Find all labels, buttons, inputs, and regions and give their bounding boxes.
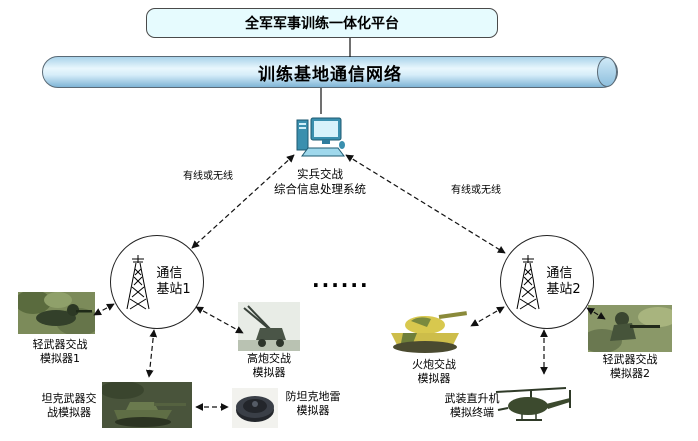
label-line: 模拟器	[417, 372, 451, 386]
label-line: 模拟器2	[610, 367, 650, 381]
base-station-2-label-line1: 通信	[546, 265, 573, 281]
tank-weapon-sim-image	[102, 382, 192, 428]
station1-to-tank-arrow	[145, 329, 158, 378]
label-line: 轻武器交战	[602, 353, 658, 366]
base-station-1-node: 通信 基站1	[110, 235, 204, 329]
label-line: 火炮交战	[412, 358, 456, 371]
base-station-2-node: 通信 基站2	[500, 235, 594, 329]
station2-to-artillery-arrow	[470, 306, 505, 327]
label-line: 坦克武器交	[41, 392, 97, 405]
helicopter-terminal-label: 武装直升机 模拟终端	[436, 392, 508, 420]
platform-box: 全军军事训练一体化平台	[146, 8, 498, 38]
label-line: 武装直升机	[444, 392, 500, 405]
antenna-tower-icon	[516, 255, 540, 310]
station1-to-aagun-arrow	[195, 306, 244, 334]
network-cylinder-label: 训练基地通信网络	[258, 64, 402, 85]
processing-system-label-line2: 综合信息处理系统	[274, 181, 366, 196]
base-station-2-label: 通信 基站2	[546, 266, 580, 299]
anti-tank-mine-sim-image	[232, 388, 278, 428]
station1-to-light1-arrow	[93, 303, 115, 316]
label-line: 防坦克地雷	[285, 390, 341, 403]
more-stations-ellipsis: ......	[312, 268, 370, 292]
computer-icon	[296, 117, 345, 157]
artillery-sim-image	[383, 303, 470, 355]
base-station-1-label-line2: 基站1	[156, 282, 191, 297]
artillery-sim-label: 火炮交战 模拟器	[396, 358, 472, 386]
network-cylinder: 训练基地通信网络	[42, 56, 618, 88]
base-station-2-label-line2: 基站2	[546, 282, 581, 297]
label-line: 轻武器交战	[32, 338, 88, 351]
label-line: 模拟器	[296, 404, 330, 418]
label-line: 模拟器1	[40, 352, 80, 366]
label-line: 模拟器	[252, 366, 286, 380]
label-line: 模拟终端	[450, 406, 494, 420]
link-label-right: 有线或无线	[451, 185, 501, 196]
base-station-1-label: 通信 基站1	[156, 266, 190, 299]
light-weapon-sim-2-label: 轻武器交战 模拟器2	[582, 353, 678, 381]
network-cylinder-end-cap	[597, 57, 617, 87]
base-station-1-label-line1: 通信	[156, 265, 183, 281]
link-label-left: 有线或无线	[183, 171, 233, 182]
aa-gun-sim-label: 高炮交战 模拟器	[222, 352, 316, 380]
aa-gun-sim-image	[238, 302, 300, 351]
processing-system-label: 实兵交战 综合信息处理系统	[253, 167, 387, 197]
anti-tank-mine-sim-label: 防坦克地雷 模拟器	[276, 390, 350, 418]
helicopter-terminal-image	[492, 378, 575, 432]
light-weapon-sim-1-label: 轻武器交战 模拟器1	[8, 338, 112, 366]
light-weapon-sim-2-image	[588, 305, 672, 352]
light-weapon-sim-1-image	[18, 292, 95, 334]
tank-weapon-sim-label: 坦克武器交 战模拟器	[34, 392, 104, 420]
label-line: 高炮交战	[247, 352, 291, 365]
processing-system-label-line1: 实兵交战	[297, 167, 343, 181]
antenna-tower-icon	[126, 255, 150, 310]
platform-box-label: 全军军事训练一体化平台	[245, 16, 399, 32]
label-line: 战模拟器	[47, 406, 91, 420]
